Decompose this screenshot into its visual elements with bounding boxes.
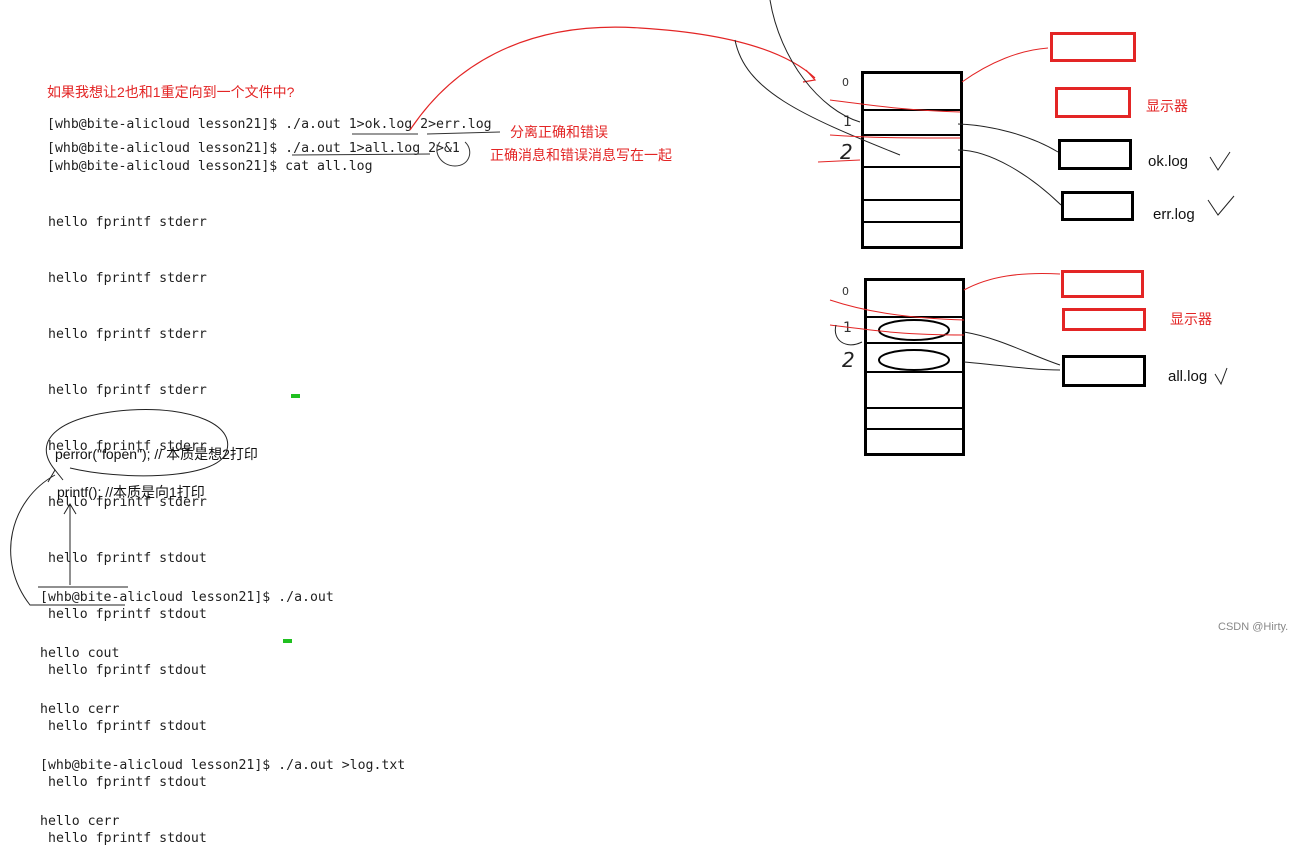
fd-row bbox=[867, 342, 962, 344]
terminal-bottom: [whb@bite-alicloud lesson21]$ ./a.out he… bbox=[40, 551, 405, 850]
all-log-box bbox=[1062, 355, 1146, 387]
display-box bbox=[1062, 308, 1146, 331]
printf-note: printf(); //本质是向1打印 bbox=[57, 484, 205, 500]
err-log-box bbox=[1061, 191, 1134, 221]
fd-table-bottom bbox=[864, 278, 965, 456]
watermark: CSDN @Hirty. bbox=[1218, 621, 1289, 633]
fd-mark-0: 0 bbox=[842, 76, 849, 89]
all-log-label: all.log bbox=[1168, 368, 1208, 385]
fd-row bbox=[864, 199, 960, 201]
display-label-bottom: 显示器 bbox=[1170, 311, 1212, 327]
display-label-top: 显示器 bbox=[1146, 98, 1188, 114]
output-line: hello fprintf stderr bbox=[48, 383, 207, 398]
terminal-line: hello cerr bbox=[40, 702, 120, 717]
fd-table-top bbox=[861, 71, 963, 249]
fd-row bbox=[864, 134, 960, 136]
terminal-cursor bbox=[291, 394, 300, 398]
question-note: 如果我想让2也和1重定向到一个文件中? bbox=[47, 84, 295, 100]
fd-row bbox=[867, 428, 962, 430]
output-line: hello fprintf stderr bbox=[48, 327, 207, 342]
output-line: hello fprintf stderr bbox=[48, 215, 207, 230]
terminal-cursor-bottom bbox=[283, 639, 292, 643]
terminal-line: hello cout bbox=[40, 646, 120, 661]
terminal-line: [whb@bite-alicloud lesson21]$ ./a.out >l… bbox=[40, 758, 406, 773]
note-together: 正确消息和错误消息写在一起 bbox=[490, 147, 672, 163]
fd-row bbox=[864, 221, 960, 223]
output-line: hello fprintf stdout bbox=[48, 607, 207, 622]
terminal-line: hello cerr bbox=[40, 814, 120, 829]
fd-row bbox=[867, 407, 962, 409]
perror-note: perror("fopen"); // 本质是想2打印 bbox=[55, 446, 258, 462]
display-box bbox=[1050, 32, 1136, 62]
fd-row bbox=[864, 166, 960, 168]
fd-row bbox=[867, 316, 962, 318]
output-line: hello fprintf stderr bbox=[48, 271, 207, 286]
cmd-together: [whb@bite-alicloud lesson21]$ ./a.out 1>… bbox=[47, 141, 460, 156]
display-box bbox=[1061, 270, 1144, 298]
ok-log-box bbox=[1058, 139, 1132, 170]
fd-mark-2: 2 bbox=[840, 140, 853, 164]
cmd-cat: [whb@bite-alicloud lesson21]$ cat all.lo… bbox=[47, 159, 373, 174]
note-separate: 分离正确和错误 bbox=[510, 124, 608, 140]
cmd-separate: [whb@bite-alicloud lesson21]$ ./a.out 1>… bbox=[47, 117, 492, 132]
err-log-label: err.log bbox=[1153, 206, 1195, 223]
display-box bbox=[1055, 87, 1131, 118]
fd-mark-1: 1 bbox=[843, 114, 852, 130]
ok-log-label: ok.log bbox=[1148, 153, 1189, 170]
fd-row bbox=[867, 371, 962, 373]
fd-mark-0: 0 bbox=[842, 285, 849, 298]
fd-mark-1: 1 bbox=[843, 320, 852, 336]
fd-mark-2: 2 bbox=[842, 348, 855, 372]
terminal-line: [whb@bite-alicloud lesson21]$ ./a.out bbox=[40, 590, 334, 605]
fd-row bbox=[864, 109, 960, 111]
